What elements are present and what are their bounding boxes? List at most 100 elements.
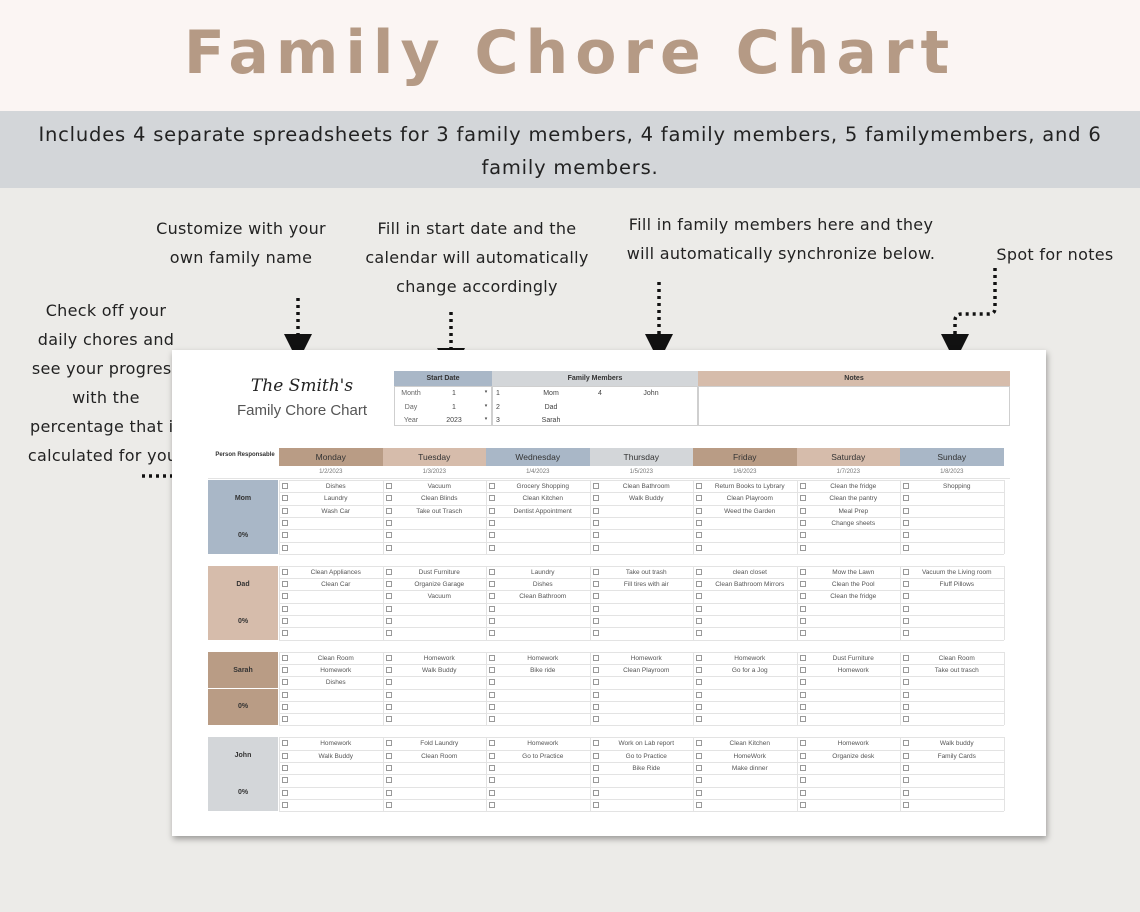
chore-checkbox[interactable] <box>489 740 495 747</box>
chore-checkbox[interactable] <box>282 801 288 808</box>
chore-checkbox[interactable] <box>385 507 392 514</box>
chore-checkbox[interactable] <box>282 630 288 637</box>
chore-checkbox[interactable] <box>799 666 806 673</box>
chore-checkbox[interactable] <box>903 666 909 673</box>
chore-checkbox[interactable] <box>385 679 392 686</box>
chore-checkbox[interactable] <box>799 654 806 661</box>
chore-checkbox[interactable] <box>696 630 702 637</box>
chore-checkbox[interactable] <box>592 618 599 624</box>
chore-checkbox[interactable] <box>489 654 495 661</box>
chore-checkbox[interactable] <box>903 495 909 502</box>
chore-checkbox[interactable] <box>696 703 702 710</box>
chore-checkbox[interactable] <box>282 483 288 489</box>
chore-checkbox[interactable] <box>799 605 806 612</box>
chore-checkbox[interactable] <box>489 593 495 600</box>
chore-checkbox[interactable] <box>385 618 392 624</box>
chore-checkbox[interactable] <box>282 740 288 747</box>
chore-checkbox[interactable] <box>592 703 599 710</box>
chore-checkbox[interactable] <box>489 618 495 624</box>
chore-checkbox[interactable] <box>696 654 702 661</box>
start-day-value[interactable]: 1 <box>452 404 456 411</box>
chore-checkbox[interactable] <box>282 716 288 723</box>
chore-checkbox[interactable] <box>799 789 806 796</box>
chore-checkbox[interactable] <box>385 519 392 526</box>
chore-checkbox[interactable] <box>799 801 806 808</box>
chore-checkbox[interactable] <box>696 740 702 747</box>
chore-checkbox[interactable] <box>592 593 599 600</box>
chore-checkbox[interactable] <box>592 483 599 489</box>
chore-checkbox[interactable] <box>696 716 702 723</box>
chore-checkbox[interactable] <box>282 666 288 673</box>
chore-checkbox[interactable] <box>592 507 599 514</box>
chore-checkbox[interactable] <box>489 507 495 514</box>
chore-checkbox[interactable] <box>696 789 702 796</box>
chore-checkbox[interactable] <box>696 679 702 686</box>
chore-checkbox[interactable] <box>696 507 702 514</box>
chore-checkbox[interactable] <box>282 618 288 624</box>
chore-checkbox[interactable] <box>385 765 392 771</box>
member-name-sarah[interactable]: Sarah <box>541 417 561 424</box>
chore-checkbox[interactable] <box>799 519 806 526</box>
chore-checkbox[interactable] <box>592 691 599 698</box>
chore-checkbox[interactable] <box>903 532 909 539</box>
chore-checkbox[interactable] <box>489 679 495 686</box>
chore-checkbox[interactable] <box>799 752 806 759</box>
chore-checkbox[interactable] <box>903 777 909 784</box>
chore-checkbox[interactable] <box>282 691 288 698</box>
chore-checkbox[interactable] <box>489 630 495 637</box>
chore-checkbox[interactable] <box>592 605 599 612</box>
chore-checkbox[interactable] <box>696 765 702 771</box>
chore-checkbox[interactable] <box>489 703 495 710</box>
chore-checkbox[interactable] <box>385 483 392 489</box>
chore-checkbox[interactable] <box>489 801 495 808</box>
chore-checkbox[interactable] <box>592 544 599 551</box>
chore-checkbox[interactable] <box>489 777 495 784</box>
chore-checkbox[interactable] <box>385 654 392 661</box>
chore-checkbox[interactable] <box>282 532 288 539</box>
chore-checkbox[interactable] <box>799 765 806 771</box>
chore-checkbox[interactable] <box>696 618 702 624</box>
chore-checkbox[interactable] <box>592 740 599 747</box>
chore-checkbox[interactable] <box>385 630 392 637</box>
chore-checkbox[interactable] <box>799 679 806 686</box>
chore-checkbox[interactable] <box>696 495 702 502</box>
chore-checkbox[interactable] <box>282 519 288 526</box>
chore-checkbox[interactable] <box>592 752 599 759</box>
chore-checkbox[interactable] <box>489 568 495 575</box>
chore-checkbox[interactable] <box>489 666 495 673</box>
chore-checkbox[interactable] <box>903 593 909 600</box>
chore-checkbox[interactable] <box>385 605 392 612</box>
chore-checkbox[interactable] <box>385 532 392 539</box>
chore-checkbox[interactable] <box>489 544 495 551</box>
month-dropdown-icon[interactable]: ▾ <box>484 389 488 395</box>
chore-checkbox[interactable] <box>799 568 806 575</box>
notes-area[interactable] <box>698 386 1010 426</box>
member-name-dad[interactable]: Dad <box>544 404 558 411</box>
chore-checkbox[interactable] <box>696 483 702 489</box>
chore-checkbox[interactable] <box>903 691 909 698</box>
chore-checkbox[interactable] <box>592 630 599 637</box>
chore-checkbox[interactable] <box>799 532 806 539</box>
chore-checkbox[interactable] <box>592 495 599 502</box>
chore-checkbox[interactable] <box>903 581 909 588</box>
chore-checkbox[interactable] <box>903 519 909 526</box>
chore-checkbox[interactable] <box>489 605 495 612</box>
chore-checkbox[interactable] <box>696 532 702 539</box>
chore-checkbox[interactable] <box>903 618 909 624</box>
chore-checkbox[interactable] <box>385 703 392 710</box>
member-name-john[interactable]: John <box>643 390 659 397</box>
chore-checkbox[interactable] <box>696 777 702 784</box>
chore-checkbox[interactable] <box>799 544 806 551</box>
chore-checkbox[interactable] <box>489 495 495 502</box>
chore-checkbox[interactable] <box>489 752 495 759</box>
chore-checkbox[interactable] <box>592 666 599 673</box>
chore-checkbox[interactable] <box>385 666 392 673</box>
chore-checkbox[interactable] <box>385 777 392 784</box>
chore-checkbox[interactable] <box>903 789 909 796</box>
chore-checkbox[interactable] <box>696 605 702 612</box>
year-dropdown-icon[interactable]: ▾ <box>484 416 488 422</box>
chore-checkbox[interactable] <box>282 568 288 575</box>
chore-checkbox[interactable] <box>799 740 806 747</box>
chore-checkbox[interactable] <box>696 581 702 588</box>
chore-checkbox[interactable] <box>282 703 288 710</box>
